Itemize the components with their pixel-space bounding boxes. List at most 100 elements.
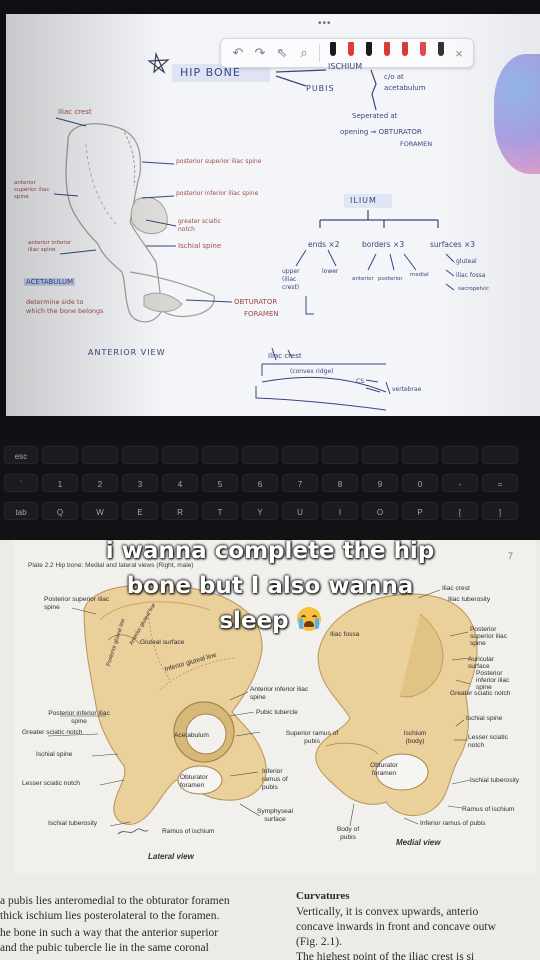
note-surfaces: surfaces ×3	[430, 240, 476, 249]
hip-bone-illustration	[47, 584, 478, 835]
note-upper: upper (iliac crest)	[282, 268, 300, 291]
label-gluteal-surface: Gluteal surface	[140, 639, 185, 646]
keyboard-key: [	[442, 502, 478, 520]
plate-title: Plate 2.2 Hip bone: Medial and lateral v…	[28, 562, 194, 569]
keyboard-key: 6	[242, 474, 278, 492]
note-cs: CS	[356, 378, 364, 385]
keyboard-key: 0	[402, 474, 438, 492]
keyboard-row-function: esc	[4, 446, 518, 464]
label-auricular: Auricular surface	[468, 656, 495, 670]
text-right-line-3: (Fig. 2.1).	[296, 936, 342, 948]
keyboard-key: W	[82, 502, 118, 520]
note-obturator: OBTURATOR	[234, 298, 278, 306]
pen-1-icon	[330, 42, 336, 56]
pen-tool-5[interactable]	[396, 42, 414, 64]
keyboard-key: 5	[202, 474, 238, 492]
caption-medial-view: Medial view	[396, 838, 441, 847]
body-text-right: Vertically, it is convex upwards, anteri…	[296, 905, 496, 960]
note-opening: opening ⇒ OBTURATOR	[340, 128, 422, 136]
pen-2-icon	[348, 42, 354, 56]
keyboard-key: ]	[482, 502, 518, 520]
keyboard-key	[282, 446, 318, 464]
highlighter-icon	[438, 42, 444, 56]
close-icon[interactable]: ×	[455, 45, 463, 61]
keyboard-key	[202, 446, 238, 464]
undo-icon[interactable]: ↶	[232, 45, 244, 60]
toolbar-divider	[319, 44, 320, 62]
label-post-inf: Posterior inferior iliac spine	[48, 710, 110, 725]
caption-line-1: i wanna complete the hip	[105, 538, 435, 564]
note-iliac-crest: Iliac crest	[58, 108, 92, 116]
note-ends: ends ×2	[308, 240, 340, 249]
label-r-inferior-ramus: Inferior ramus of pubis	[420, 820, 486, 827]
note-pubis: PUBIS	[306, 84, 335, 93]
keyboard-key	[162, 446, 198, 464]
keyboard-key: R	[162, 502, 198, 520]
text-left-line-2: thick ischium lies posterolateral to the…	[0, 910, 220, 922]
select-tool-icon[interactable]: ⇖	[276, 45, 288, 60]
label-body-pubis: Body of pubis	[336, 826, 360, 841]
keyboard-key: 2	[82, 474, 118, 492]
color-blob-sticker	[494, 54, 540, 174]
note-ant-inf: anterior inferior iliac spine	[28, 240, 72, 253]
label-ischial-tuberosity: Ischial tuberosity	[48, 820, 98, 827]
pen-3-icon	[366, 42, 372, 56]
keyboard-key: 1	[42, 474, 78, 492]
page-number: 7	[508, 551, 514, 561]
keyboard-key	[122, 446, 158, 464]
label-iliac-tuberosity: Iliac tuberosity	[448, 596, 491, 603]
note-convex: (convex ridge)	[290, 368, 334, 375]
pen-tool-6[interactable]	[414, 42, 432, 64]
label-r-ischial-spine: Ischial spine	[466, 715, 503, 722]
label-superior-ramus: Superior ramus of pubis	[285, 730, 339, 745]
keyboard-key: O	[362, 502, 398, 520]
label-ischial-spine: Ischial spine	[36, 751, 73, 758]
note-ilium: ILIUM	[350, 196, 377, 205]
note-side: determine side to which the bone belongs	[26, 298, 104, 315]
note-anterior: anterior	[352, 276, 374, 282]
keyboard-key: T	[202, 502, 238, 520]
pen-tool-2[interactable]	[342, 42, 360, 64]
body-text-left: a pubis lies anteromedial to the obturat…	[0, 894, 230, 956]
note-anterior-view: ANTERIOR VIEW	[88, 348, 166, 357]
keyboard-key: Y	[242, 502, 278, 520]
laptop-screen: ↶ ↷ ⇖ ⌕ × HIP BONE ISCHIUM PUBIS c/o at …	[6, 14, 540, 416]
label-greater-sciatic: Greater sciatic notch	[22, 729, 83, 736]
note-post-inf: posterior inferior iliac spine	[176, 190, 259, 197]
keyboard-key	[42, 446, 78, 464]
keyboard-key	[82, 446, 118, 464]
search-icon[interactable]: ⌕	[300, 45, 308, 60]
note-post-sup: posterior superior iliac spine	[176, 158, 262, 165]
redo-icon[interactable]: ↷	[254, 45, 266, 60]
note-sacropelvic: sacropelvic	[458, 286, 489, 292]
highlighter-tool[interactable]	[432, 42, 450, 64]
label-r-post-sup: Posterior superior iliac spine	[470, 626, 508, 647]
pen-tool-4[interactable]	[378, 42, 396, 64]
note-greater-sciatic: greater sciatic notch	[178, 218, 222, 233]
keyboard-key: Q	[42, 502, 78, 520]
keyboard-key: 3	[122, 474, 158, 492]
note-borders: borders ×3	[362, 240, 405, 249]
note-hip-bone: HIP BONE	[180, 66, 241, 79]
keyboard-key	[362, 446, 398, 464]
label-r-greater-sciatic: Greater sciatic notch	[450, 690, 511, 697]
text-right-line-4: The highest point of the iliac crest is …	[296, 951, 475, 960]
pen-tool-1[interactable]	[324, 42, 342, 64]
note-vertebrae: vertebrae	[392, 386, 422, 393]
note-gluteal: gluteal	[456, 258, 477, 265]
pen-tool-3[interactable]	[360, 42, 378, 64]
keyboard-key: U	[282, 502, 318, 520]
keyboard-key: E	[122, 502, 158, 520]
label-obturator: Obturator foramen	[180, 774, 208, 789]
keyboard-key: tab	[4, 502, 38, 520]
pen-6-icon	[420, 42, 426, 56]
overlay-caption: i wanna complete the hip bone but I also…	[0, 534, 540, 639]
keyboard-key: `	[4, 474, 38, 492]
caption-line-3: sleep	[219, 608, 289, 634]
label-iliac-crest: Iliac crest	[442, 585, 470, 592]
label-post-sup: Posterior superior iliac spine	[44, 596, 110, 611]
keyboard-key: 9	[362, 474, 398, 492]
label-lesser-sciatic: Lesser sciatic notch	[22, 780, 80, 787]
